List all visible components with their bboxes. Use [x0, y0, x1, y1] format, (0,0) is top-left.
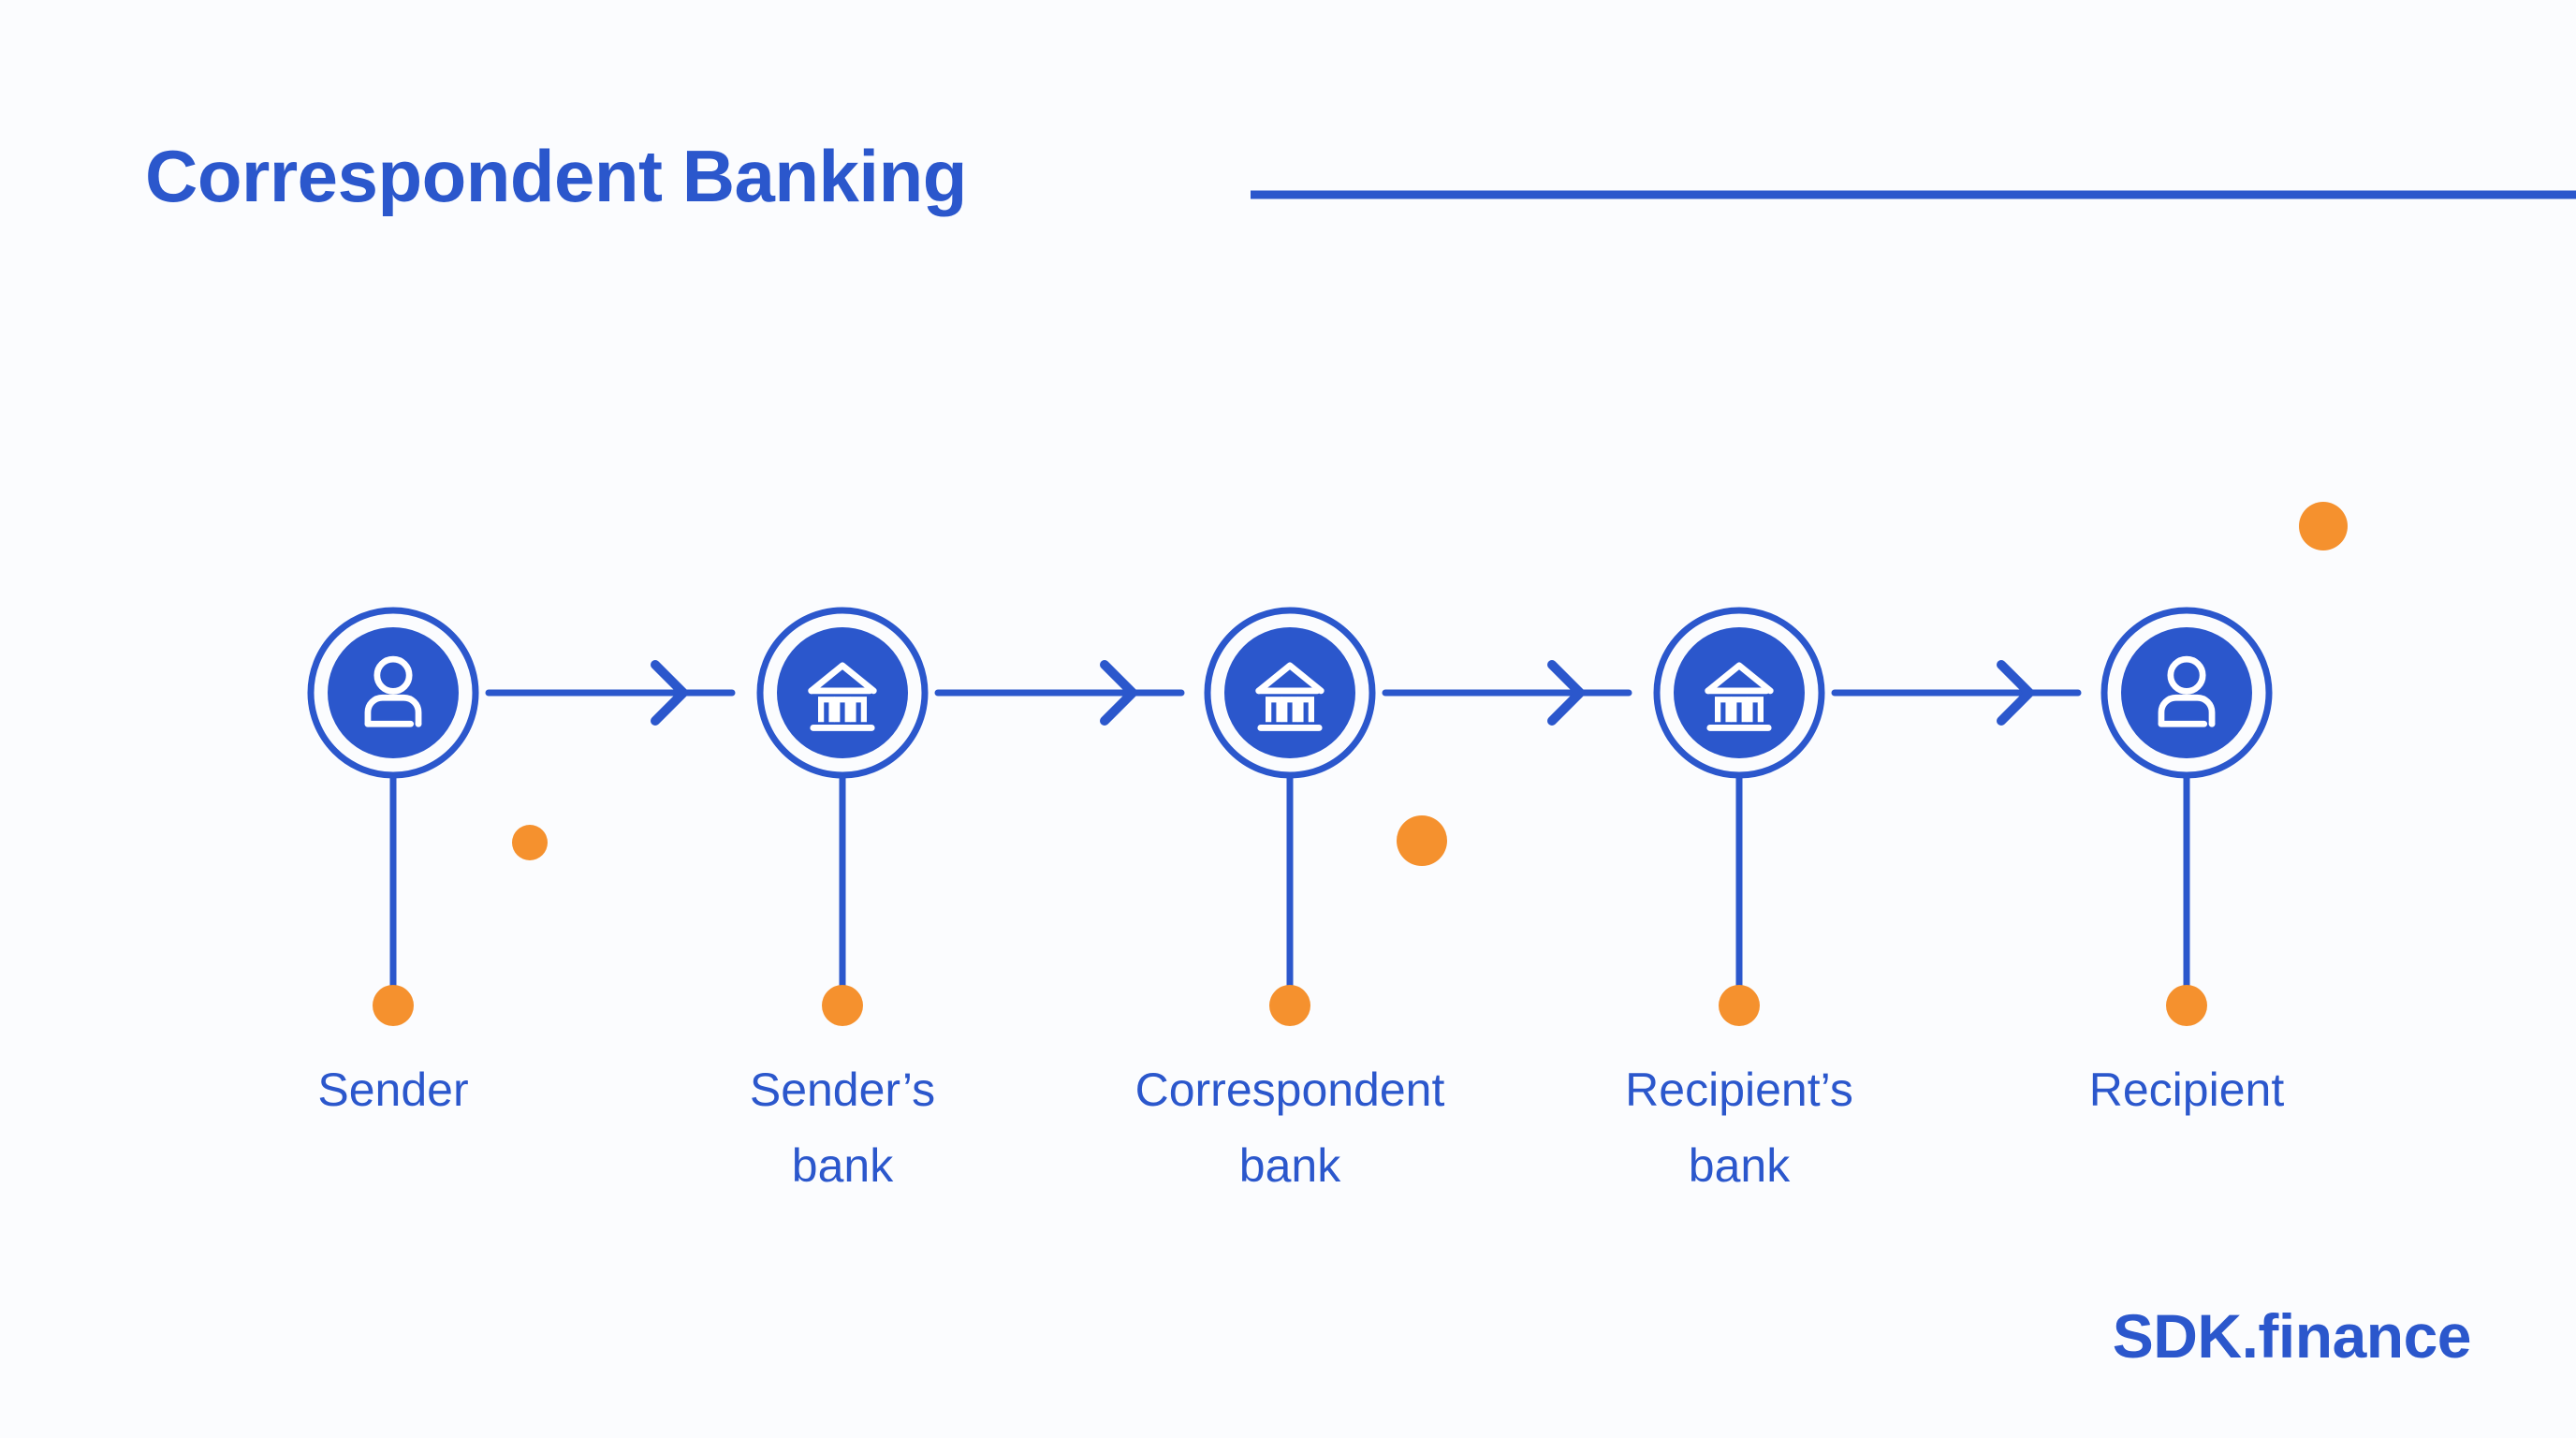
- flow-node-recipient[interactable]: Recipient: [2089, 502, 2348, 1116]
- connector-dot-senders-bank: [822, 985, 863, 1026]
- node-label-recipient-line1: Recipient: [2089, 1064, 2285, 1116]
- arrow-correspondent-bank-to-recipients-bank: [1382, 660, 1632, 726]
- node-ring-correspondent-bank: [1204, 607, 1376, 779]
- flow-node-recipients-bank[interactable]: Recipient’s bank: [1625, 607, 1853, 1192]
- node-ring-recipient: [2100, 607, 2273, 779]
- connector-dot-recipients-bank: [1719, 985, 1760, 1026]
- flow-arrows: [485, 660, 2082, 726]
- connector-dot-sender: [373, 985, 414, 1026]
- node-label-senders-bank-line1: Sender’s: [750, 1064, 935, 1116]
- flow-node-correspondent-bank[interactable]: Correspondent bank: [1135, 607, 1447, 1192]
- arrow-senders-bank-to-correspondent-bank: [934, 660, 1185, 726]
- header-group: Correspondent Banking: [145, 135, 2576, 217]
- accent-dot-recipient: [2299, 502, 2348, 550]
- brand-logo-text: SDK.finance: [2113, 1301, 2471, 1371]
- flow-node-sender[interactable]: Sender: [307, 607, 548, 1116]
- arrow-recipients-bank-to-recipient: [1831, 660, 2082, 726]
- node-label-recipients-bank-line1: Recipient’s: [1625, 1064, 1853, 1116]
- node-label-recipients-bank-line2: bank: [1689, 1139, 1791, 1192]
- accent-dot-correspondent-bank: [1397, 815, 1447, 866]
- node-label-correspondent-bank-line1: Correspondent: [1135, 1064, 1445, 1116]
- node-label-sender-line1: Sender: [317, 1064, 468, 1116]
- accent-dot-sender: [512, 825, 548, 860]
- node-label-senders-bank-line2: bank: [792, 1139, 894, 1192]
- arrow-sender-to-senders-bank: [485, 660, 736, 726]
- node-ring-recipients-bank: [1653, 607, 1825, 779]
- node-label-correspondent-bank-line2: bank: [1239, 1139, 1341, 1192]
- node-ring-senders-bank: [756, 607, 929, 779]
- connector-dot-correspondent-bank: [1269, 985, 1310, 1026]
- page-title: Correspondent Banking: [145, 135, 967, 217]
- node-ring-sender: [307, 607, 479, 779]
- connector-dot-recipient: [2166, 985, 2207, 1026]
- flow-node-senders-bank[interactable]: Sender’s bank: [750, 607, 935, 1192]
